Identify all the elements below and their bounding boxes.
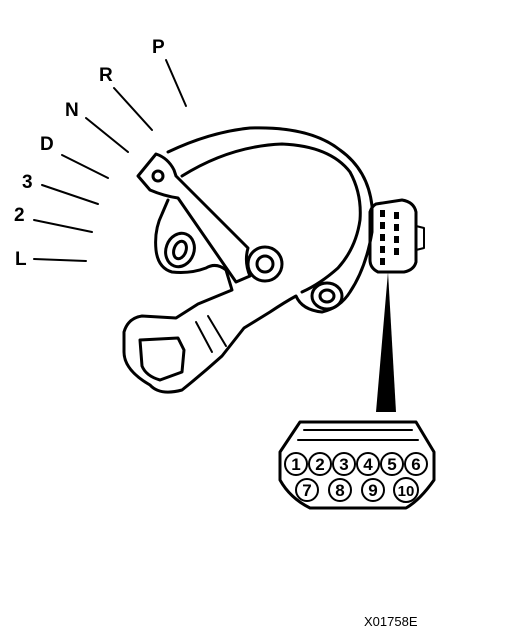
selector-lever [136, 152, 252, 284]
pin-number-3: 3 [339, 455, 348, 474]
connector-housing [368, 198, 418, 274]
switch-inner-arc [180, 142, 362, 294]
slot-rib-1 [195, 321, 213, 353]
pin-number-2: 2 [315, 455, 324, 474]
mounting-hole-left-inner [172, 239, 188, 261]
connector-latch [415, 225, 425, 251]
pin-circle [380, 452, 404, 476]
pivot-inner [255, 254, 275, 274]
pin-view-housing [278, 420, 436, 510]
pin-number-7: 7 [302, 481, 311, 500]
gear-labels: P R N D 3 2 L [14, 37, 165, 270]
connector-terminal [394, 224, 399, 231]
connector-terminal [394, 248, 399, 255]
pin-number-4: 4 [363, 455, 373, 474]
lower-slot [138, 336, 186, 382]
pin-number-10: 10 [398, 483, 415, 500]
leader-line-l [33, 258, 87, 262]
connector-terminal [380, 258, 385, 265]
figure-id: X01758E [364, 614, 418, 629]
mounting-hole-left [164, 231, 196, 269]
pin-circle [295, 478, 319, 502]
pin-circle [393, 477, 419, 503]
pin-number-6: 6 [411, 455, 420, 474]
leader-line-r [113, 87, 153, 131]
leader-line-d [61, 154, 109, 179]
gear-label-l: L [15, 249, 27, 270]
mounting-hole-right [310, 281, 344, 311]
mounting-hole-right-inner [318, 288, 336, 304]
connector-terminal [394, 212, 399, 219]
gear-label-n: N [65, 100, 79, 121]
pin-number-1: 1 [291, 455, 300, 474]
lever-pin [151, 169, 165, 183]
pin-number-5: 5 [387, 455, 396, 474]
connector-terminal [394, 236, 399, 243]
pin-circle [284, 452, 308, 476]
pin-number-9: 9 [368, 481, 377, 500]
switch-connector [368, 198, 425, 274]
connector-pin-view: 1 2 3 4 5 6 7 8 9 10 [278, 420, 436, 510]
lever-arm [136, 152, 252, 284]
connector-terminal [380, 234, 385, 241]
gear-label-r: R [99, 65, 113, 86]
gear-label-2: 2 [14, 205, 25, 226]
connector-terminal [380, 246, 385, 253]
pin-circle [404, 452, 428, 476]
pin-circle [332, 452, 356, 476]
pin-circle [361, 478, 385, 502]
switch-housing-outline [122, 126, 374, 394]
gear-label-p: P [152, 37, 165, 58]
gear-label-3: 3 [22, 172, 33, 193]
enlarge-pointer [376, 272, 396, 412]
connector-terminal [380, 210, 385, 217]
leader-lines [33, 59, 187, 262]
connector-terminals [380, 210, 399, 265]
gear-label-d: D [40, 134, 54, 155]
connector-terminal [380, 222, 385, 229]
switch-body [122, 126, 374, 394]
leader-line-n [85, 117, 129, 153]
slot-rib-2 [207, 315, 227, 347]
pin-circle [328, 478, 352, 502]
pivot-outer [246, 245, 284, 283]
pin-circle [356, 452, 380, 476]
pin-circle [308, 452, 332, 476]
pin-number-8: 8 [335, 481, 344, 500]
leader-line-2 [33, 219, 93, 233]
leader-line-3 [41, 184, 99, 205]
leader-line-p [165, 59, 187, 107]
